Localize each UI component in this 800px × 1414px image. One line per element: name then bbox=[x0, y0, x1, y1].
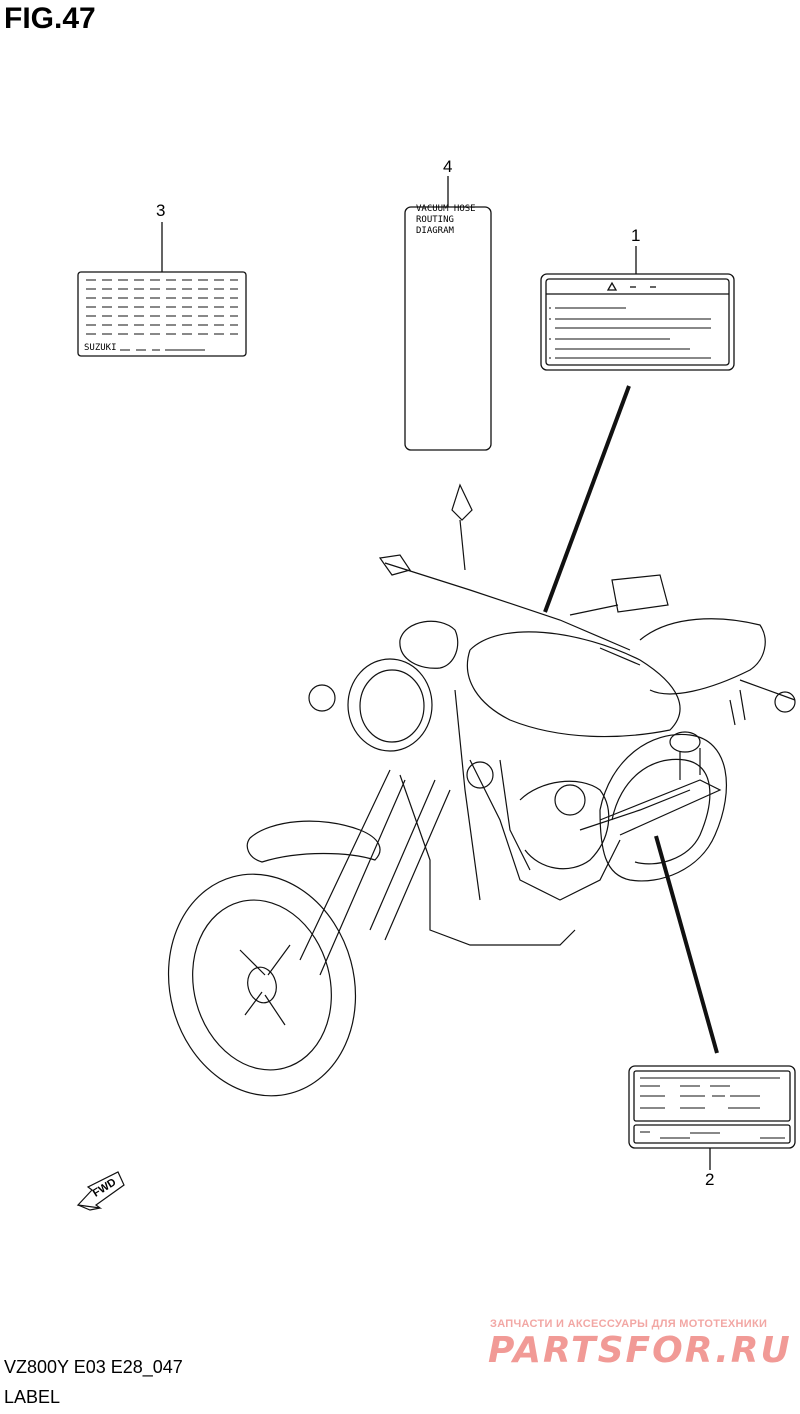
watermark-brand: PARTSFOR.RU bbox=[488, 1330, 792, 1371]
callout-3: 3 bbox=[156, 201, 166, 220]
vacuum-hose-label-text: VACUUM HOSE ROUTING DIAGRAM bbox=[416, 204, 476, 236]
label-2-drawing bbox=[628, 1065, 796, 1170]
motorcycle-drawing bbox=[167, 483, 796, 1097]
leader-line-2 bbox=[654, 835, 719, 1054]
diagram-caption: LABEL bbox=[4, 1387, 61, 1407]
callout-1: 1 bbox=[631, 226, 641, 245]
callout-2: 2 bbox=[705, 1170, 715, 1189]
label-1-drawing bbox=[540, 246, 735, 371]
label-3-drawing bbox=[77, 222, 247, 357]
diagram-code: VZ800Y E03 E28_047 bbox=[4, 1357, 183, 1377]
figure-title: FIG.47 bbox=[4, 2, 96, 35]
callout-4: 4 bbox=[443, 157, 453, 176]
label-4-drawing bbox=[404, 176, 492, 451]
watermark-tagline: ЗАПЧАСТИ И АКСЕССУАРЫ ДЛЯ МОТОТЕХНИКИ bbox=[490, 1318, 768, 1330]
leader-line-1 bbox=[543, 385, 631, 613]
fwd-arrow-icon bbox=[76, 1171, 125, 1211]
suzuki-label-text: SUZUKI bbox=[84, 343, 117, 353]
